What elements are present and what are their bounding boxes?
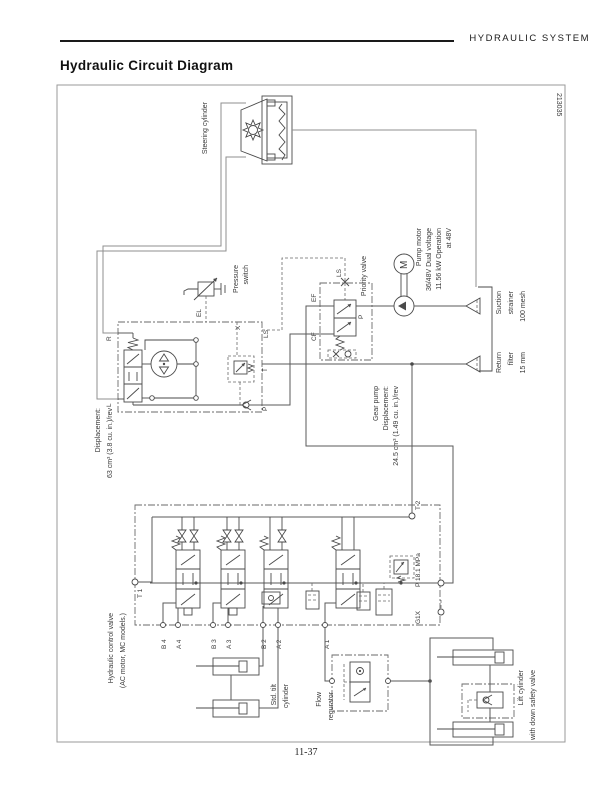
valve-section-3-tilt	[258, 517, 289, 628]
suction-strainer-label-line2: strainer	[508, 290, 515, 314]
pump-motor-group: M	[262, 253, 493, 513]
steering-cylinder-lines	[96, 102, 477, 400]
port-label-cf: CF	[311, 332, 318, 341]
return-filter-label-line2: filter	[508, 351, 515, 365]
steering-displacement-line2: 63 cm³ (3.8 cu. in.)/rev	[107, 408, 114, 479]
port-label-b4: B 4	[161, 639, 168, 649]
suction-strainer-icon	[465, 297, 481, 315]
pump-motor-label-line4: at 48V	[446, 228, 453, 249]
gear-pump-label-line2: Displacement:	[383, 386, 390, 430]
down-safety-valve-box	[461, 683, 515, 719]
control-valve-label-line2: (AC motor, MC models.)	[120, 613, 127, 688]
port-label-p-priority: P	[358, 315, 365, 319]
priority-valve	[319, 282, 373, 361]
return-filter-label-line3: 15 mm	[520, 352, 527, 374]
pressure-switch-label-line1: Pressure	[233, 265, 240, 293]
load-sensing-line	[262, 257, 350, 331]
flow-regulator-label-line2: regurator	[328, 691, 335, 720]
page-title: Hydraulic Circuit Diagram	[60, 58, 234, 73]
lift-cylinders	[428, 637, 515, 746]
steering-gear-icon	[241, 118, 265, 142]
port-label-a4: A 4	[176, 639, 183, 649]
pump-motor-label-line1: Pump motor	[416, 227, 423, 266]
tank-icon	[478, 286, 493, 372]
port-label-ls-priority: LS	[336, 268, 343, 277]
port-label-a3: A 3	[226, 639, 233, 649]
port-label-l: L	[106, 403, 113, 407]
port-label-a2: A 2	[276, 639, 283, 649]
motor-symbol-letter: M	[399, 261, 410, 269]
tilt-cylinder-label-line1: Std. tilt	[271, 684, 278, 705]
steering-cylinder-label: Steering cylinder	[202, 101, 209, 154]
port-label-p-steering: P	[262, 407, 269, 411]
drawing-number: 213035	[555, 93, 562, 116]
lift-cylinder-label-line1: Lift cylinder	[518, 669, 525, 705]
steering-cylinder-symbol	[240, 95, 293, 165]
port-label-b3: B 3	[211, 639, 218, 649]
tilt-cylinder-label-line2: cylinder	[283, 683, 290, 708]
suction-strainer-label-line3: 100 mesh	[520, 291, 527, 322]
priority-valve-lines	[262, 305, 454, 584]
gear-pump-label-line3: 24.5 cm³ (1.49 cu. in.)/rev	[393, 386, 400, 466]
port-label-el: EL	[196, 309, 203, 317]
gear-pump-label-line1: Gear pump	[373, 386, 380, 421]
pump-motor-label-line2: 36/48V Dual voltage	[426, 228, 433, 291]
valve-section-4-lift	[305, 517, 393, 628]
tilt-cylinders	[196, 627, 279, 718]
pressure-switch-label-line2: switch	[243, 265, 250, 285]
valve-section-1	[160, 517, 201, 628]
flow-regulator	[324, 627, 430, 712]
priority-valve-label: Priority valve	[361, 256, 368, 296]
steering-unit	[117, 321, 263, 413]
return-filter-icon	[465, 355, 481, 373]
header-section-title: HYDRAULIC SYSTEM	[469, 33, 590, 44]
valve-section-2	[210, 517, 246, 628]
header-rule	[60, 40, 454, 42]
suction-strainer-label-line1: Suction	[496, 291, 503, 314]
port-label-t1: T 1	[137, 588, 144, 598]
solenoid-valve-icon	[305, 590, 320, 610]
page-header: HYDRAULIC SYSTEM	[0, 33, 612, 47]
flow-regulator-label-line1: Flow	[316, 691, 323, 707]
port-label-b2: B 2	[261, 639, 268, 649]
port-label-x: X	[235, 325, 242, 330]
pump-motor-label-line3: 11.56 kW Operation	[436, 228, 443, 290]
pressure-switch-symbol	[183, 277, 226, 322]
lift-cylinder-label-line2: with down safety valve	[530, 670, 537, 741]
return-filter-label-line1: Return	[496, 352, 503, 373]
page-number: 11-37	[294, 747, 318, 758]
steering-displacement-line1: Displacement:	[95, 408, 102, 452]
port-label-t: T	[262, 368, 269, 372]
control-valve-label-line1: Hydraulic control valve	[108, 613, 115, 684]
port-label-g1x: G1X	[415, 610, 422, 624]
port-label-t2: T 2	[415, 500, 422, 510]
hydraulic-control-valve	[131, 504, 445, 626]
port-label-r: R	[106, 336, 113, 341]
port-label-ef: EF	[311, 294, 318, 302]
main-relief-label: P 18.1 MPa	[415, 553, 422, 587]
port-label-a1: A 1	[324, 639, 331, 649]
port-label-ls-steering: LS	[263, 329, 270, 338]
diagram-frame	[56, 84, 566, 743]
solenoid-valve-icon	[375, 588, 393, 616]
solenoid-valve-icon	[356, 591, 371, 611]
